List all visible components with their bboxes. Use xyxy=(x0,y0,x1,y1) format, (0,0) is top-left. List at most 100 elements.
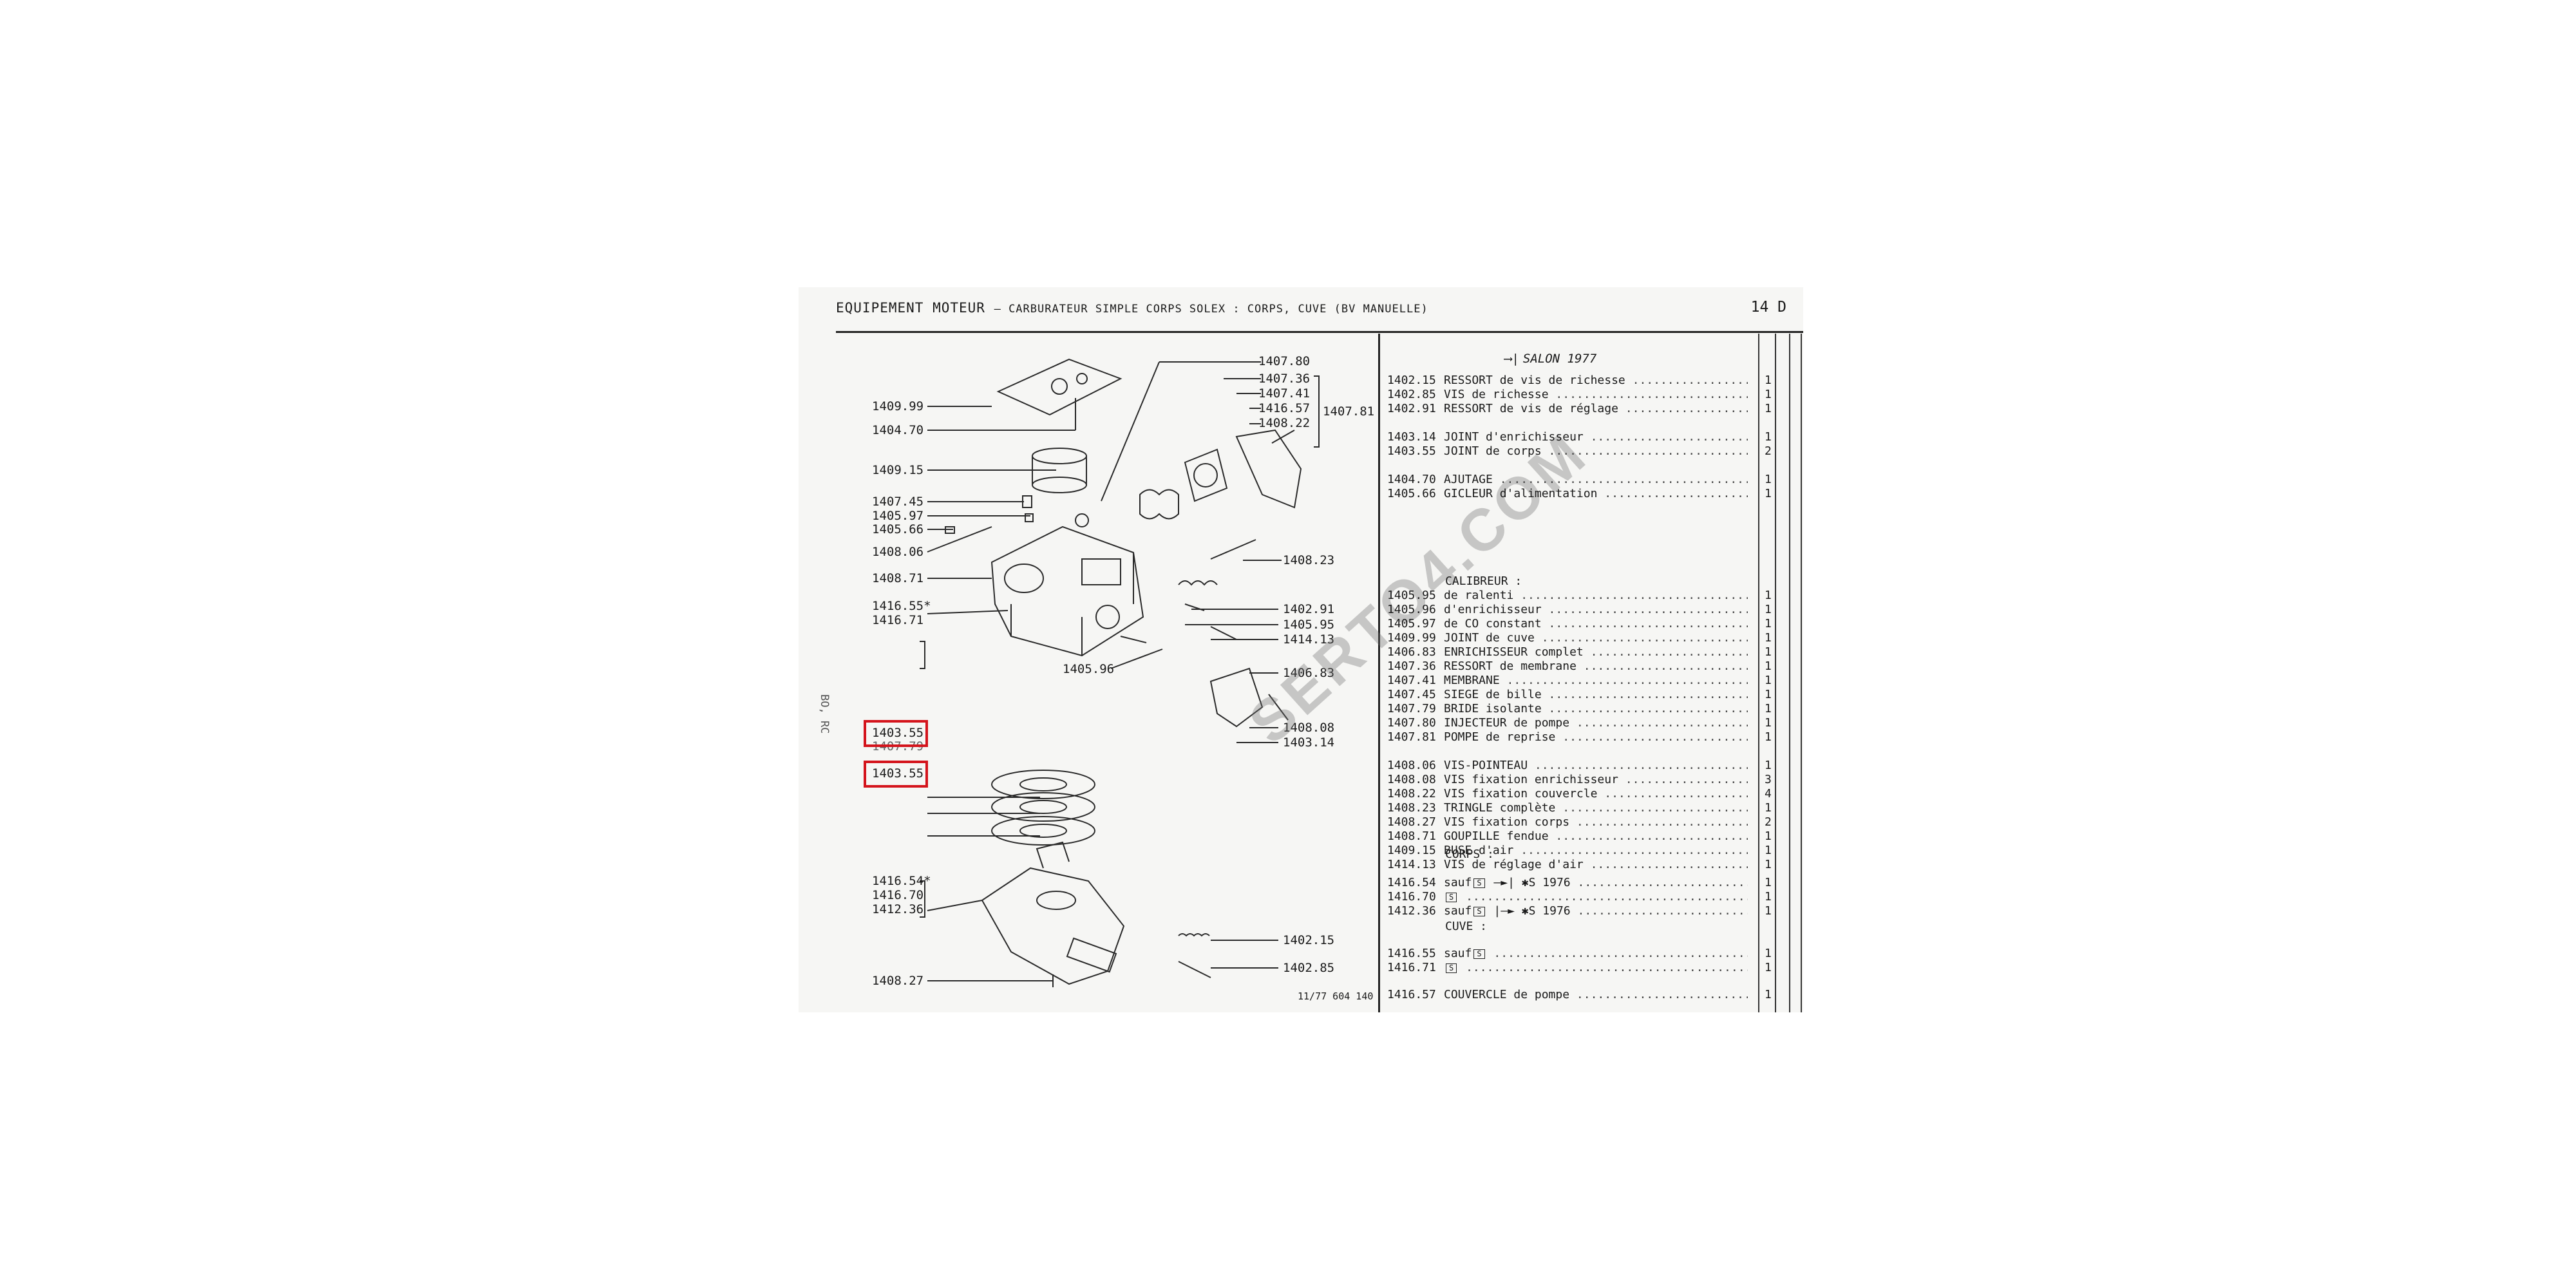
column-rule xyxy=(1775,334,1776,1012)
s-box-icon: S xyxy=(1446,892,1457,902)
enrichisseur xyxy=(1209,667,1264,728)
gasket-top xyxy=(991,770,1095,799)
leader-dots: ........................................… xyxy=(1583,659,1748,673)
part-description: de CO constant xyxy=(1444,617,1542,630)
part-description: JOINT de cuve xyxy=(1444,631,1535,645)
part-description: BRIDE isolante xyxy=(1444,702,1542,715)
part-code: 1408.08 xyxy=(1387,773,1436,786)
callout-1407-41: 1407.41 xyxy=(1258,386,1311,401)
callout-1405-97: 1405.97 xyxy=(872,509,924,523)
part-description: GICLEUR d'alimentation xyxy=(1444,487,1598,500)
part-code: 1407.81 xyxy=(1387,730,1436,744)
header-rule xyxy=(836,331,1803,333)
bracket xyxy=(920,641,925,669)
leader-line xyxy=(1110,649,1163,669)
part-quantity: 1 xyxy=(1765,631,1772,645)
highlight-box-1403-55-top xyxy=(864,720,928,747)
part-code: 1416.54 xyxy=(1387,876,1436,889)
callout-1407-80: 1407.80 xyxy=(1258,354,1311,368)
part-code: 1407.41 xyxy=(1387,674,1436,687)
part-year: 1976 xyxy=(1542,876,1571,889)
part-description: ENRICHISSEUR complet xyxy=(1444,645,1584,659)
leader-dots: ........................................… xyxy=(1534,759,1748,772)
part-description: RESSORT de vis de réglage xyxy=(1444,402,1618,415)
part-code: 1408.27 xyxy=(1387,815,1436,829)
leader-dots: ........................................… xyxy=(1548,444,1748,458)
carburetor-body xyxy=(990,526,1144,657)
part-description: RESSORT de membrane xyxy=(1444,659,1577,673)
part-code: 1402.15 xyxy=(1387,374,1436,387)
leader-dots: ........................................… xyxy=(1555,388,1748,401)
part-quantity: 2 xyxy=(1765,815,1772,829)
part-quantity: 1 xyxy=(1765,645,1772,659)
part-description: INJECTEUR de pompe xyxy=(1444,716,1570,730)
exploded-diagram: 1407.80 1409.99 1404.70 1409.15 1407.45 … xyxy=(799,334,1600,1012)
leader-line xyxy=(927,610,1009,614)
callout-1408-71: 1408.71 xyxy=(872,571,924,585)
section-cuve: CUVE : xyxy=(1445,920,1488,933)
callout-1403-55-top: 1403.55 xyxy=(872,726,924,740)
part-description: sauf xyxy=(1444,904,1472,918)
column-rule xyxy=(1789,334,1790,1012)
part-description: AJUTAGE xyxy=(1444,473,1493,486)
part-description: COUVERCLE de pompe xyxy=(1444,988,1570,1001)
part-quantity: 1 xyxy=(1765,487,1772,500)
part-description: sauf xyxy=(1444,947,1472,960)
callout-1405-95: 1405.95 xyxy=(1283,618,1335,632)
part-description: SIEGE de bille xyxy=(1444,688,1542,701)
part-quantity: 1 xyxy=(1765,904,1772,918)
leader-dots: ........................................… xyxy=(1590,645,1748,659)
part-description: RESSORT de vis de richesse xyxy=(1444,374,1625,387)
part-code: 1407.79 xyxy=(1387,702,1436,715)
callout-1403-55-bottom: 1403.55 xyxy=(872,766,924,781)
part-quantity: 2 xyxy=(1765,444,1772,458)
part-quantity: 1 xyxy=(1765,659,1772,673)
column-divider xyxy=(1378,334,1380,1012)
part-code: 1405.95 xyxy=(1387,589,1436,602)
callout-1406-83: 1406.83 xyxy=(1283,666,1335,680)
part-code: 1407.80 xyxy=(1387,716,1436,730)
leader-line xyxy=(927,900,983,911)
part-code: 1414.13 xyxy=(1387,858,1436,871)
column-rule xyxy=(1758,334,1759,1012)
part-quantity: 3 xyxy=(1765,773,1772,786)
part-quantity: 1 xyxy=(1765,961,1772,974)
parts-list: ⟶|SALON 1977 CALIBREUR : CORPS : CUVE : … xyxy=(1386,334,1803,1012)
part-code: 1408.71 xyxy=(1387,829,1436,843)
s-box-icon: S xyxy=(1473,878,1485,888)
callout-1402-85: 1402.85 xyxy=(1283,961,1335,975)
callout-1408-22: 1408.22 xyxy=(1258,416,1311,430)
part-quantity: 1 xyxy=(1765,890,1772,904)
part-quantity: 1 xyxy=(1765,688,1772,701)
part-quantity: 1 xyxy=(1765,374,1772,387)
parts-catalog-page: EQUIPEMENT MOTEUR – CARBURATEUR SIMPLE C… xyxy=(799,287,1803,1012)
leader-dots: ........................................… xyxy=(1576,815,1748,829)
part-quantity: 1 xyxy=(1765,617,1772,630)
callout-1402-15: 1402.15 xyxy=(1283,933,1335,947)
part-year: 1976 xyxy=(1542,904,1571,918)
leader-dots: ........................................… xyxy=(1625,773,1748,786)
part-code: 1405.97 xyxy=(1387,617,1436,630)
arrow-start-icon: ⟶| xyxy=(1504,352,1519,366)
part-code: 1409.15 xyxy=(1387,844,1436,857)
part-quantity: 1 xyxy=(1765,876,1772,889)
part-description: VIS fixation corps xyxy=(1444,815,1570,829)
part-code: 1416.57 xyxy=(1387,988,1436,1001)
part-code: 1402.91 xyxy=(1387,402,1436,415)
leader-dots: ........................................… xyxy=(1576,988,1748,1001)
insulating-flange xyxy=(991,792,1095,822)
part-description: VIS de réglage d'air xyxy=(1444,858,1584,871)
